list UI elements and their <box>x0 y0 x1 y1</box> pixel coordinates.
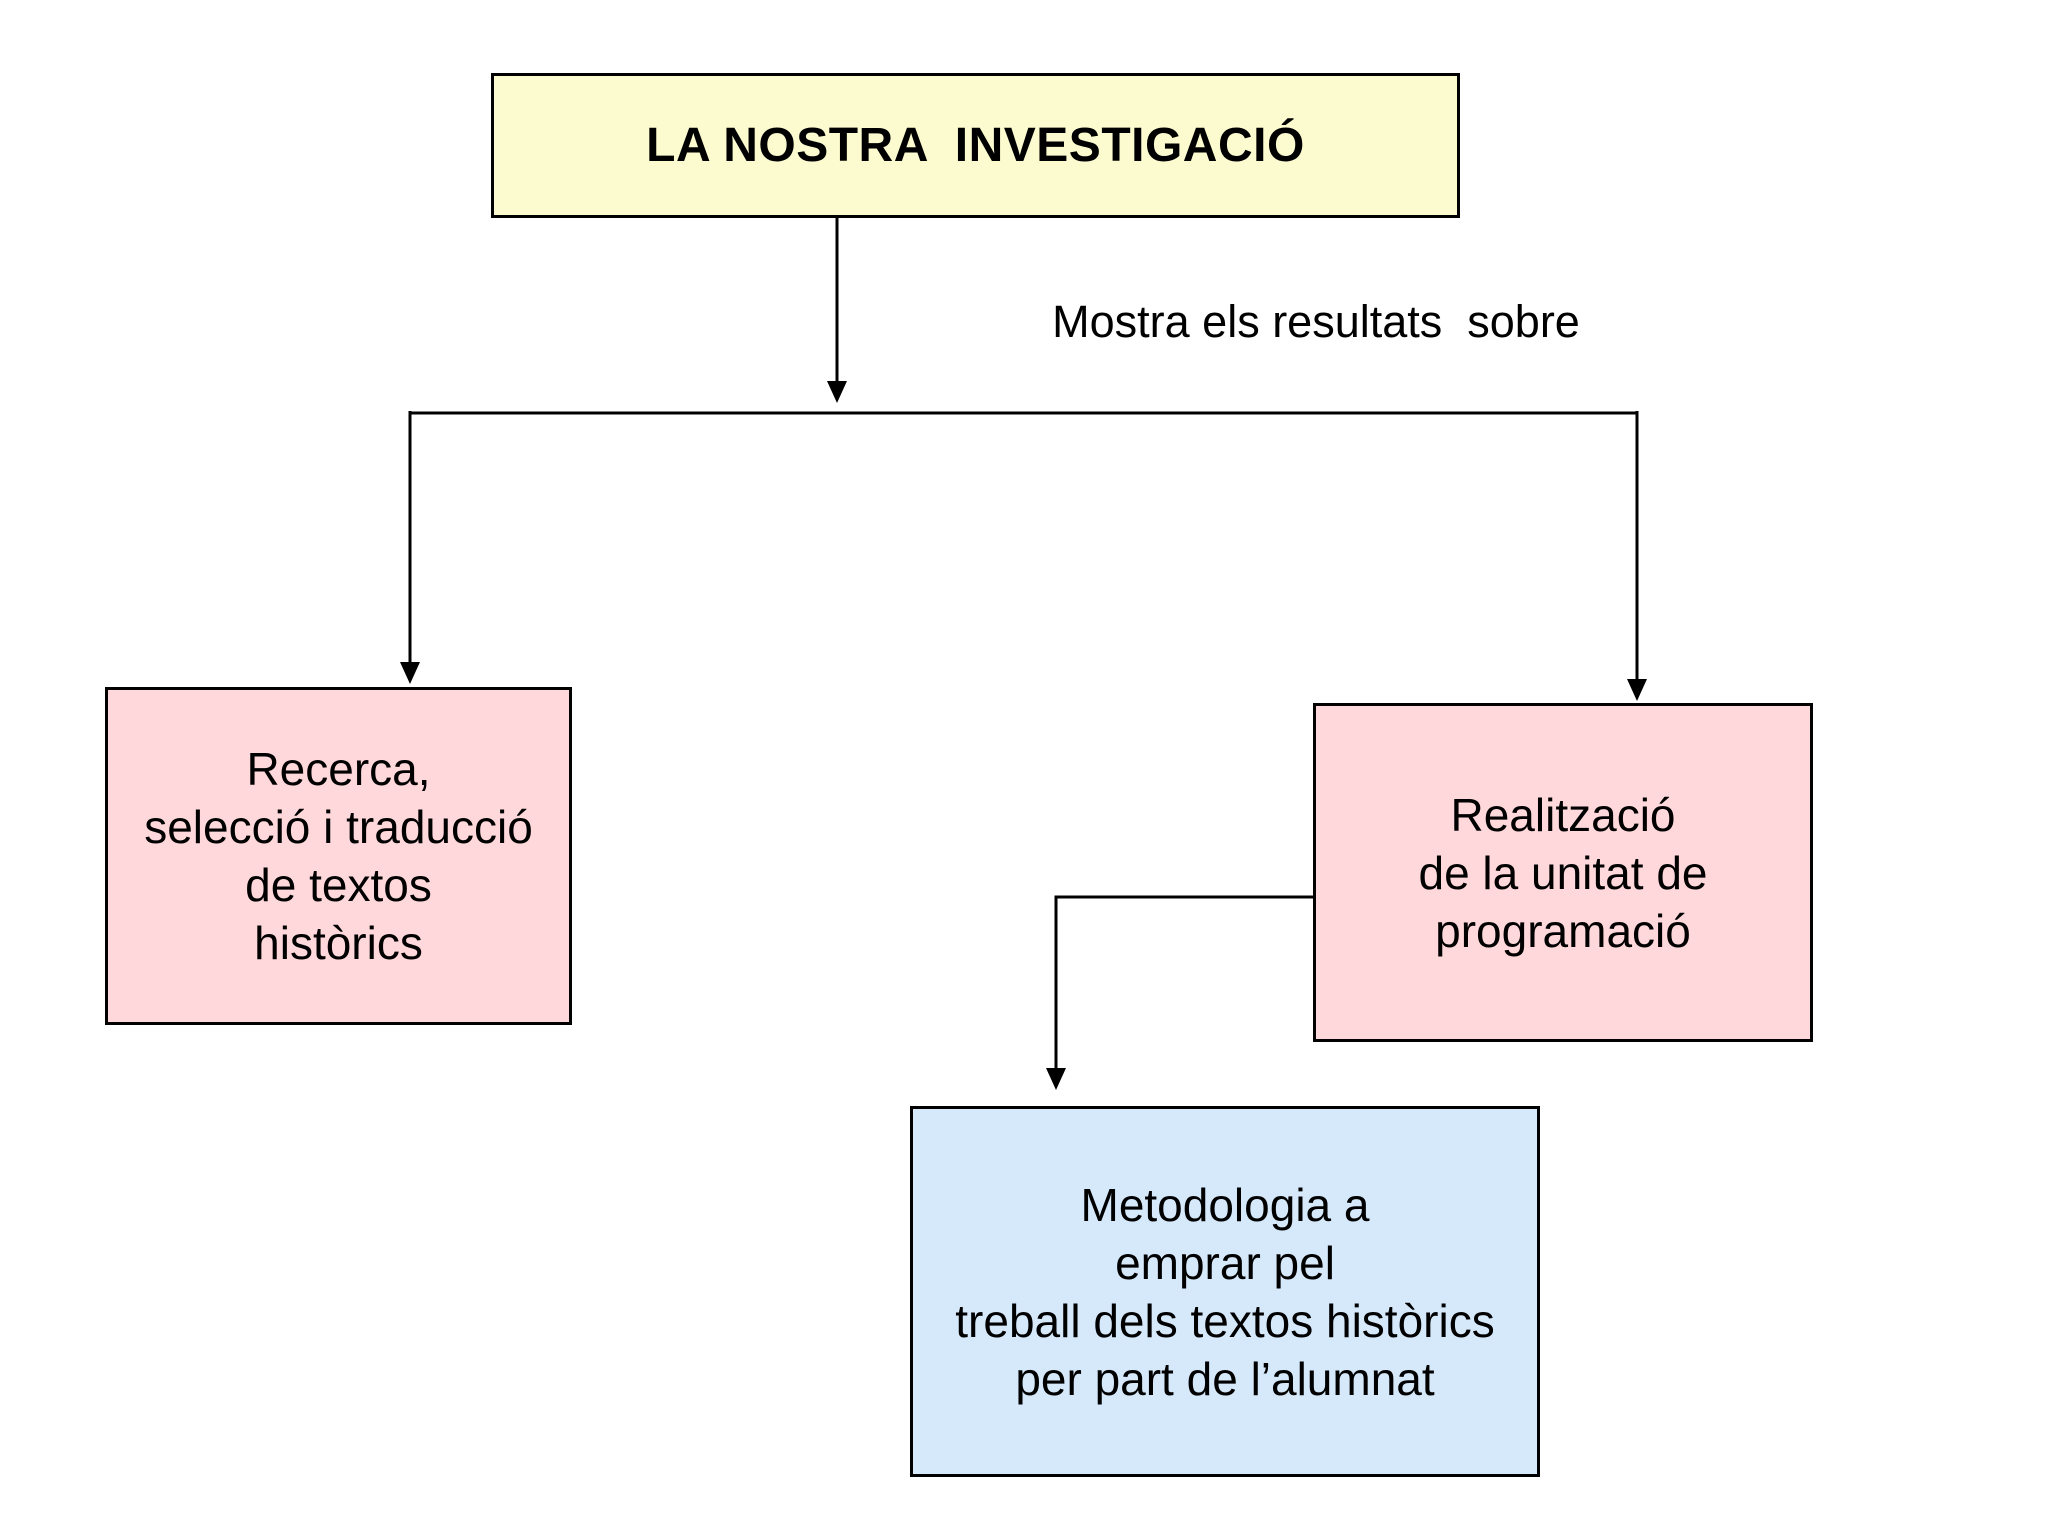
arrowhead-metodologia <box>1046 1068 1066 1090</box>
arrowhead-title-down <box>827 381 847 403</box>
connector-realitzacio-metodologia <box>1054 895 1313 1068</box>
node-realitzacio-text: Realització de la unitat de programació <box>1316 786 1810 960</box>
node-metodologia-text: Metodologia a emprar pel treball dels te… <box>913 1176 1537 1408</box>
node-metodologia-line: emprar pel <box>1115 1236 1335 1289</box>
node-metodologia: Metodologia a emprar pel treball dels te… <box>910 1106 1540 1477</box>
node-realitzacio-line: Realització <box>1450 788 1676 841</box>
node-recerca-line: selecció i traducció <box>144 801 533 853</box>
node-realitzacio-line: de la unitat de <box>1418 846 1708 899</box>
node-metodologia-line: Metodologia a <box>1080 1178 1370 1231</box>
node-recerca-line: de textos <box>245 859 432 911</box>
node-recerca-line: històrics <box>254 917 423 969</box>
node-metodologia-line: treball dels textos històrics <box>955 1294 1495 1347</box>
arrowhead-right-drop <box>1627 679 1647 701</box>
edge-label: Mostra els resultats sobre <box>1052 296 1580 347</box>
node-recerca: Recerca, selecció i traducció de textos … <box>105 687 572 1025</box>
node-realitzacio: Realització de la unitat de programació <box>1313 703 1813 1042</box>
node-recerca-text: Recerca, selecció i traducció de textos … <box>108 740 569 972</box>
arrowhead-left-drop <box>400 662 420 684</box>
title-box: LA NOSTRA INVESTIGACIÓ <box>491 73 1460 218</box>
node-metodologia-line: per part de l’alumnat <box>1015 1352 1435 1405</box>
node-recerca-line: Recerca, <box>246 743 431 795</box>
node-realitzacio-line: programació <box>1435 904 1691 957</box>
